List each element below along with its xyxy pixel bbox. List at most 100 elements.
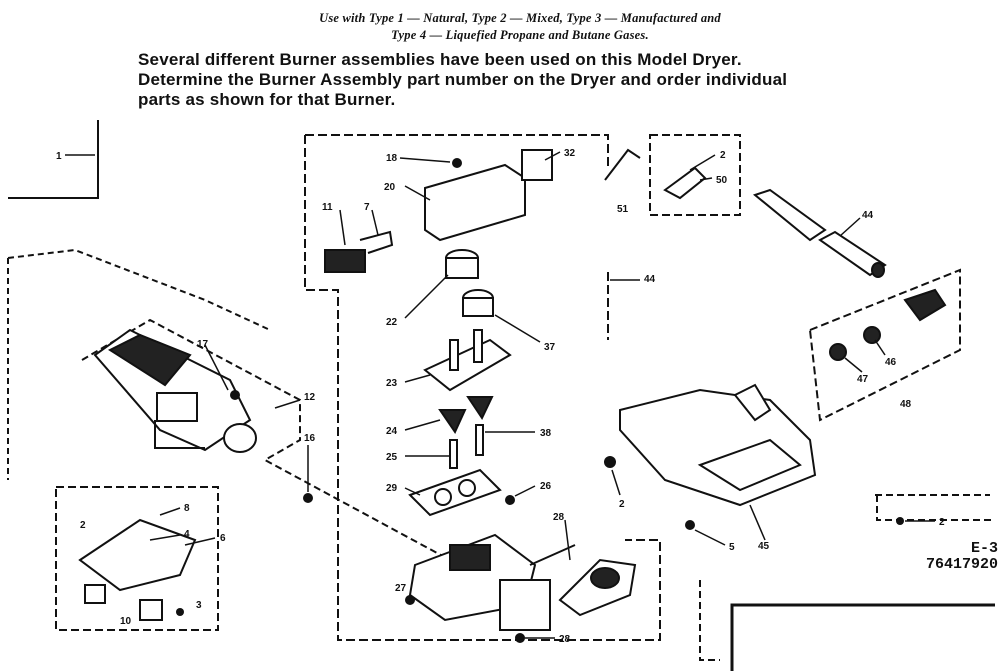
callout-17: 17: [197, 339, 209, 350]
callout-44-center: 44: [644, 274, 656, 285]
leader-12: [274, 399, 301, 409]
plunger-2: [473, 329, 483, 363]
leader-28: [564, 519, 571, 561]
leader-32: [544, 151, 561, 161]
burner-bracket: [154, 420, 205, 449]
callout-1: 1: [56, 151, 62, 162]
leader-18: [399, 157, 451, 163]
screw-26: [505, 495, 515, 505]
screw-3: [176, 608, 184, 616]
screw-2: [604, 456, 616, 468]
fasteners: [176, 158, 904, 643]
pin-38: [475, 424, 484, 456]
callout-29: 29: [386, 483, 398, 494]
callout-18: 18: [386, 153, 398, 164]
callout-50-box: [649, 134, 741, 216]
leader-26: [514, 485, 536, 497]
leader-11: [339, 209, 346, 246]
callout-44-pipe: 44: [862, 210, 874, 221]
leader-2b: [611, 469, 621, 496]
wire-51: [604, 148, 641, 181]
parts: [78, 148, 947, 631]
valve-plate: [423, 338, 512, 392]
fitting-46: [863, 326, 881, 344]
page-number: E-3: [971, 540, 999, 557]
callout-26: 26: [540, 481, 552, 492]
callout-27: 27: [395, 583, 407, 594]
center-assembly-boundary: [304, 134, 661, 641]
leader-45: [749, 504, 766, 541]
coil-clip: [359, 230, 394, 254]
oval-hole: [590, 567, 620, 589]
burner-note-line-2: Determine the Burner Assembly part numbe…: [138, 70, 788, 89]
callout-38: 38: [540, 428, 552, 439]
callout-6: 6: [220, 533, 226, 544]
part-50: [663, 166, 707, 200]
leader-22: [404, 274, 449, 319]
callout-labels: 1 17 12 16 18 20 32 11 7 22 37 23 24 25 …: [56, 148, 945, 645]
screw-18: [452, 158, 462, 168]
screw-16: [303, 493, 313, 503]
callout-23: 23: [386, 378, 398, 389]
leader-2a: [689, 154, 716, 171]
screw-5: [685, 520, 695, 530]
burner-assembly-note: Several different Burner assemblies have…: [138, 50, 958, 110]
leader-4: [149, 534, 181, 541]
leader-23: [404, 374, 431, 383]
bracket-part-10: [139, 599, 163, 621]
callout-28-bottom: 28: [559, 634, 571, 645]
pipe-1: [752, 188, 827, 242]
leader-47: [844, 357, 863, 373]
gas-type-line-1: Use with Type 1 — Natural, Type 2 — Mixe…: [319, 11, 721, 25]
callout-11: 11: [322, 202, 333, 213]
burner-mount-block: [156, 392, 198, 422]
callout-2-top: 2: [720, 150, 726, 161]
callout-51: 51: [617, 204, 629, 215]
leader-44b: [839, 217, 861, 237]
left-top-boundary: [8, 120, 99, 199]
leader-29: [404, 487, 421, 496]
rod-28: [529, 544, 576, 566]
gas-type-line-2: Type 4 — Liquefied Propane and Butane Ga…: [391, 28, 649, 42]
leader-8: [159, 507, 181, 516]
callout-46: 46: [885, 357, 897, 368]
callout-2-right: 2: [939, 517, 945, 528]
spring-1: [438, 409, 467, 435]
valve-body-inlet: [449, 544, 491, 571]
leader-24: [404, 419, 441, 431]
spring-2: [466, 396, 494, 421]
callout-8: 8: [184, 503, 190, 514]
bracket-tab: [521, 149, 553, 181]
bracket-slot: [697, 438, 802, 492]
callout-3: 3: [196, 600, 202, 611]
burner-nozzle-ring: [223, 423, 257, 453]
leader-17: [204, 344, 229, 391]
callout-16: 16: [304, 433, 316, 444]
pipe-2: [818, 230, 887, 277]
leader-lines: [65, 151, 935, 639]
screw-17: [230, 390, 240, 400]
leader-5: [694, 529, 726, 546]
callout-45: 45: [758, 541, 770, 552]
left-dashed-boundary: [7, 248, 271, 480]
gasket-hole-1: [434, 488, 452, 506]
coil-cylinder-2: [462, 297, 494, 317]
callout-12: 12: [304, 392, 316, 403]
corner-bracket: [730, 603, 995, 671]
burner-note-line-3: parts as shown for that Burner.: [138, 90, 396, 109]
callout-2-bracket: 2: [619, 499, 625, 510]
screw-27: [405, 595, 415, 605]
leader-6: [184, 537, 216, 546]
diagram-code: 76417920: [926, 556, 999, 573]
screw-28b: [515, 633, 525, 643]
bracket-box: [55, 486, 219, 631]
right-bottom-boundary: [699, 494, 995, 661]
callout-22: 22: [386, 317, 398, 328]
callout-5: 5: [729, 542, 735, 553]
burner-housing-boundary: [81, 318, 451, 561]
screw-2d: [896, 517, 904, 525]
plunger-1: [449, 339, 459, 371]
callout-7: 7: [364, 202, 370, 213]
